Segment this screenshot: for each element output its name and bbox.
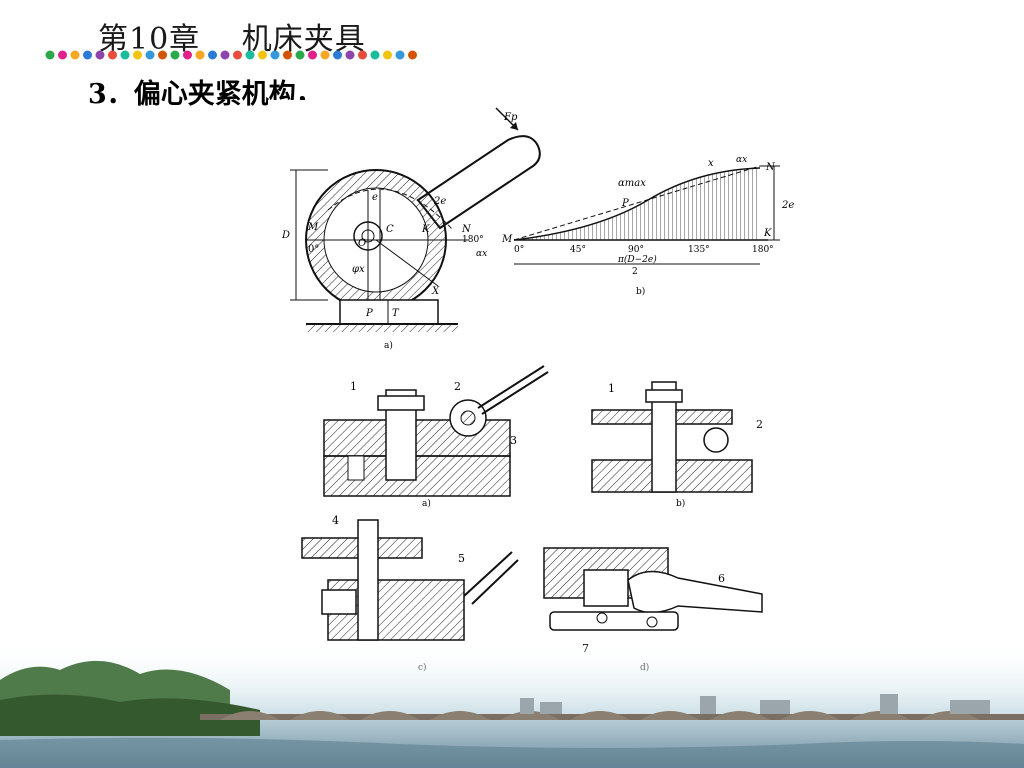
decorative-dot [295, 50, 305, 60]
decorative-dot [195, 50, 205, 60]
decorative-dot [395, 50, 405, 60]
label-P: P [365, 308, 373, 319]
x-tick-180: 180° [752, 245, 774, 255]
decorative-dot [283, 50, 292, 60]
label-alpha-max: αmax [618, 178, 646, 189]
part-label-5: 5 [458, 552, 465, 565]
decorative-dot [83, 50, 92, 60]
label-N-curve: N [765, 162, 776, 173]
clamp-fixture-b: 1 2 b) [591, 381, 763, 509]
label-P-curve: P [621, 198, 629, 209]
x-tick-135: 135° [688, 245, 710, 255]
force-label: Fp [503, 112, 518, 123]
x-tick-45: 45° [570, 245, 586, 255]
label-T: T [392, 308, 400, 319]
label-D: D [281, 230, 290, 241]
decorative-dot [233, 50, 242, 60]
decorative-dot [270, 50, 280, 60]
decorative-dot [183, 50, 192, 60]
caption-b-mid: b) [676, 498, 685, 509]
label-M-curve: M [501, 234, 513, 245]
decorative-dot [333, 50, 342, 60]
label-x-curve: x [708, 158, 714, 169]
decorative-dot [70, 50, 80, 60]
decorative-dot [220, 50, 230, 60]
part-label-6: 6 [718, 572, 725, 585]
decorative-dot [58, 50, 67, 60]
part-label-2: 2 [454, 380, 461, 393]
chapter-title: 第10章 机床夹具 [98, 22, 366, 57]
decorative-dot [320, 50, 330, 60]
decorative-dot [208, 50, 217, 60]
decorative-dot [108, 50, 117, 60]
label-2e: 2e [433, 196, 446, 207]
span-label-bottom: 2 [632, 267, 638, 277]
decorative-dot [258, 50, 267, 60]
decorative-dot [158, 50, 167, 60]
x-tick-0: 0° [514, 245, 524, 255]
caption-a-top: a) [384, 340, 393, 351]
eccentric-clamp-figure: Fp D e 2e M 0° O C [268, 100, 812, 690]
decorative-dot [245, 50, 255, 60]
decorative-dot [408, 50, 417, 60]
label-C: C [386, 224, 394, 235]
label-phi: φx [352, 264, 365, 275]
decorative-dot [358, 50, 367, 60]
decorative-dot [133, 50, 142, 60]
label-K: K [421, 224, 430, 235]
part-label-1: 1 [350, 380, 357, 393]
label-N: N [461, 224, 472, 235]
decorative-dot [145, 50, 155, 60]
part-label-4: 4 [332, 514, 339, 527]
x-tick-90: 90° [628, 245, 644, 255]
part-label-3: 3 [510, 434, 517, 447]
label-0deg: 0° [308, 244, 319, 255]
label-K-curve: K [763, 228, 772, 239]
clamp-fixture-a: 1 2 3 a) [323, 365, 549, 509]
decorative-dot [370, 50, 380, 60]
decorative-dot [120, 50, 130, 60]
label-alpha: αx [476, 249, 487, 259]
span-label-top: π(D−2e) [617, 254, 657, 265]
caption-b-top: b) [636, 286, 645, 297]
landscape-footer-image [0, 640, 1024, 768]
decorative-dot [345, 50, 355, 60]
decorative-dot [383, 50, 392, 60]
label-alpha-x-curve: αx [736, 155, 747, 165]
label-X: X [431, 286, 440, 297]
label-180: 180° [462, 235, 484, 245]
decorative-dot [170, 50, 180, 60]
part-label-1b: 1 [608, 382, 615, 395]
label-O: O [358, 238, 366, 249]
eccentric-clamp-drawing: Fp D e 2e M 0° O C [281, 107, 794, 673]
caption-a-mid: a) [422, 498, 431, 509]
clamp-fixture-d: 6 7 d) [543, 547, 763, 673]
decorative-dot-row [45, 50, 417, 60]
label-e: e [372, 192, 378, 203]
development-curve-diagram: 2e αmax x αx N P M K 0° 45° 90° 135° 180… [501, 155, 794, 297]
decorative-dot [308, 50, 317, 60]
decorative-dot [95, 50, 105, 60]
part-label-2b: 2 [756, 418, 763, 431]
decorative-dot [45, 50, 55, 60]
label-M: M [307, 222, 319, 233]
label-2e-curve: 2e [781, 200, 794, 211]
eccentric-disc-diagram: Fp D e 2e M 0° O C [281, 107, 541, 351]
